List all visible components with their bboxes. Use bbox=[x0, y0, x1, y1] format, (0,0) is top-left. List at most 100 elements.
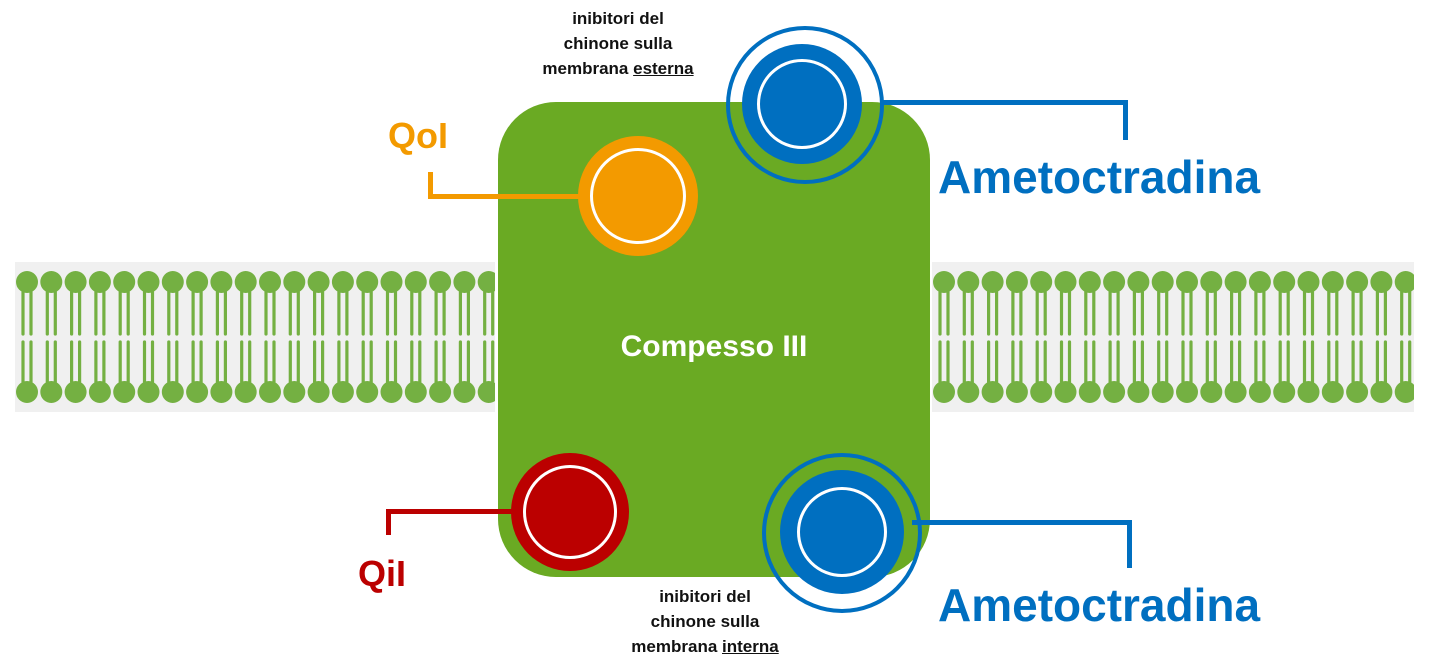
lipid-head bbox=[1224, 381, 1247, 403]
lipid-bilayer-right-graphic bbox=[932, 262, 1414, 412]
lipid-head bbox=[1103, 271, 1126, 293]
lipid-head bbox=[380, 381, 403, 403]
ametoctradina-inner-label: Ametoctradina bbox=[938, 579, 1261, 631]
lipid-head bbox=[356, 271, 379, 293]
lipid-head bbox=[1005, 381, 1028, 403]
lipid-head bbox=[933, 381, 955, 403]
lipid-head bbox=[161, 381, 184, 403]
qoi-connector-vertical bbox=[428, 172, 433, 198]
qoi-connector-horizontal bbox=[428, 194, 588, 199]
lipid-bilayer-left bbox=[15, 262, 495, 412]
lipid-head bbox=[1054, 381, 1077, 403]
outer-note-line2: chinone sulla bbox=[563, 34, 673, 53]
lipid-head bbox=[1321, 381, 1344, 403]
qoi-site-inner-ring bbox=[590, 148, 686, 244]
lipid-bilayer-left-graphic bbox=[15, 262, 495, 412]
inner-note-line3-prefix: membrana bbox=[631, 637, 722, 656]
inner-note-line1: inibitori del bbox=[659, 587, 751, 606]
lipid-head bbox=[88, 271, 111, 293]
lipid-head bbox=[453, 381, 476, 403]
outer-note-emphasis: esterna bbox=[633, 59, 694, 78]
lipid-head bbox=[1346, 271, 1369, 293]
amet-inner-connector-horizontal bbox=[912, 520, 1132, 525]
lipid-head bbox=[1176, 381, 1198, 403]
lipid-head bbox=[259, 271, 281, 293]
lipid-head bbox=[210, 381, 233, 403]
lipid-head bbox=[137, 381, 160, 403]
lipid-head bbox=[64, 381, 87, 403]
amet-outer-inner-ring bbox=[757, 59, 847, 149]
inner-membrane-inhibitor-note: inibitori del chinone sulla membrana int… bbox=[585, 584, 825, 659]
lipid-head bbox=[307, 271, 330, 293]
qoi-label: QoI bbox=[388, 115, 448, 156]
lipid-head bbox=[1297, 271, 1320, 293]
lipid-head bbox=[1273, 271, 1296, 293]
outer-membrane-inhibitor-note: inibitori del chinone sulla membrana est… bbox=[498, 6, 738, 81]
amet-inner-inner-ring bbox=[797, 487, 887, 577]
lipid-head bbox=[957, 381, 980, 403]
lipid-head bbox=[1394, 271, 1414, 293]
lipid-head bbox=[1078, 381, 1101, 403]
lipid-head bbox=[957, 271, 980, 293]
lipid-head bbox=[453, 271, 476, 293]
lipid-head bbox=[331, 381, 354, 403]
inner-note-line2: chinone sulla bbox=[650, 612, 760, 631]
lipid-head bbox=[1030, 381, 1053, 403]
lipid-head bbox=[186, 381, 209, 403]
lipid-head bbox=[380, 271, 403, 293]
lipid-head bbox=[1248, 381, 1271, 403]
lipid-head bbox=[477, 271, 495, 293]
lipid-head bbox=[283, 271, 306, 293]
lipid-head bbox=[1151, 381, 1174, 403]
lipid-head bbox=[307, 381, 330, 403]
amet-inner-halo-ring bbox=[762, 453, 922, 613]
lipid-head bbox=[186, 271, 209, 293]
lipid-head bbox=[1103, 381, 1126, 403]
amet-outer-connector-horizontal bbox=[880, 100, 1128, 105]
lipid-head bbox=[210, 271, 233, 293]
lipid-head bbox=[16, 271, 38, 293]
lipid-head bbox=[404, 381, 427, 403]
lipid-head bbox=[981, 271, 1004, 293]
amet-outer-halo-ring bbox=[726, 26, 884, 184]
lipid-head bbox=[429, 381, 452, 403]
lipid-head bbox=[1127, 381, 1150, 403]
qii-connector-vertical bbox=[386, 509, 391, 535]
lipid-head bbox=[113, 271, 136, 293]
lipid-head bbox=[1151, 271, 1174, 293]
lipid-head bbox=[404, 271, 427, 293]
qii-connector-horizontal bbox=[386, 509, 516, 514]
lipid-bilayer-right bbox=[932, 262, 1414, 412]
lipid-head bbox=[137, 271, 160, 293]
lipid-head bbox=[234, 381, 257, 403]
outer-note-line3-prefix: membrana bbox=[542, 59, 634, 78]
lipid-head bbox=[1054, 271, 1077, 293]
inner-note-line3: membrana interna bbox=[585, 634, 825, 659]
lipid-head bbox=[1200, 381, 1223, 403]
lipid-head bbox=[1321, 271, 1344, 293]
lipid-head bbox=[356, 381, 379, 403]
lipid-head bbox=[40, 271, 63, 293]
lipid-head bbox=[88, 381, 111, 403]
lipid-head bbox=[1200, 271, 1223, 293]
lipid-head bbox=[1370, 381, 1393, 403]
lipid-head bbox=[1176, 271, 1198, 293]
amet-inner-connector-vertical bbox=[1127, 520, 1132, 568]
ametoctradina-outer-label: Ametoctradina bbox=[938, 151, 1261, 203]
lipid-head bbox=[1273, 381, 1296, 403]
qii-site-inner-ring bbox=[523, 465, 617, 559]
qii-label: QiI bbox=[358, 553, 407, 594]
lipid-head bbox=[1224, 271, 1247, 293]
complex-iii-label: Compesso III bbox=[620, 330, 808, 363]
lipid-head bbox=[1030, 271, 1053, 293]
lipid-head bbox=[64, 271, 87, 293]
lipid-head bbox=[933, 271, 955, 293]
lipid-head bbox=[40, 381, 63, 403]
lipid-head bbox=[161, 271, 184, 293]
lipid-head bbox=[1346, 381, 1369, 403]
lipid-head bbox=[429, 271, 452, 293]
lipid-head bbox=[981, 381, 1004, 403]
amet-outer-connector-vertical bbox=[1123, 100, 1128, 140]
lipid-head bbox=[1248, 271, 1271, 293]
outer-note-line1: inibitori del bbox=[572, 9, 664, 28]
